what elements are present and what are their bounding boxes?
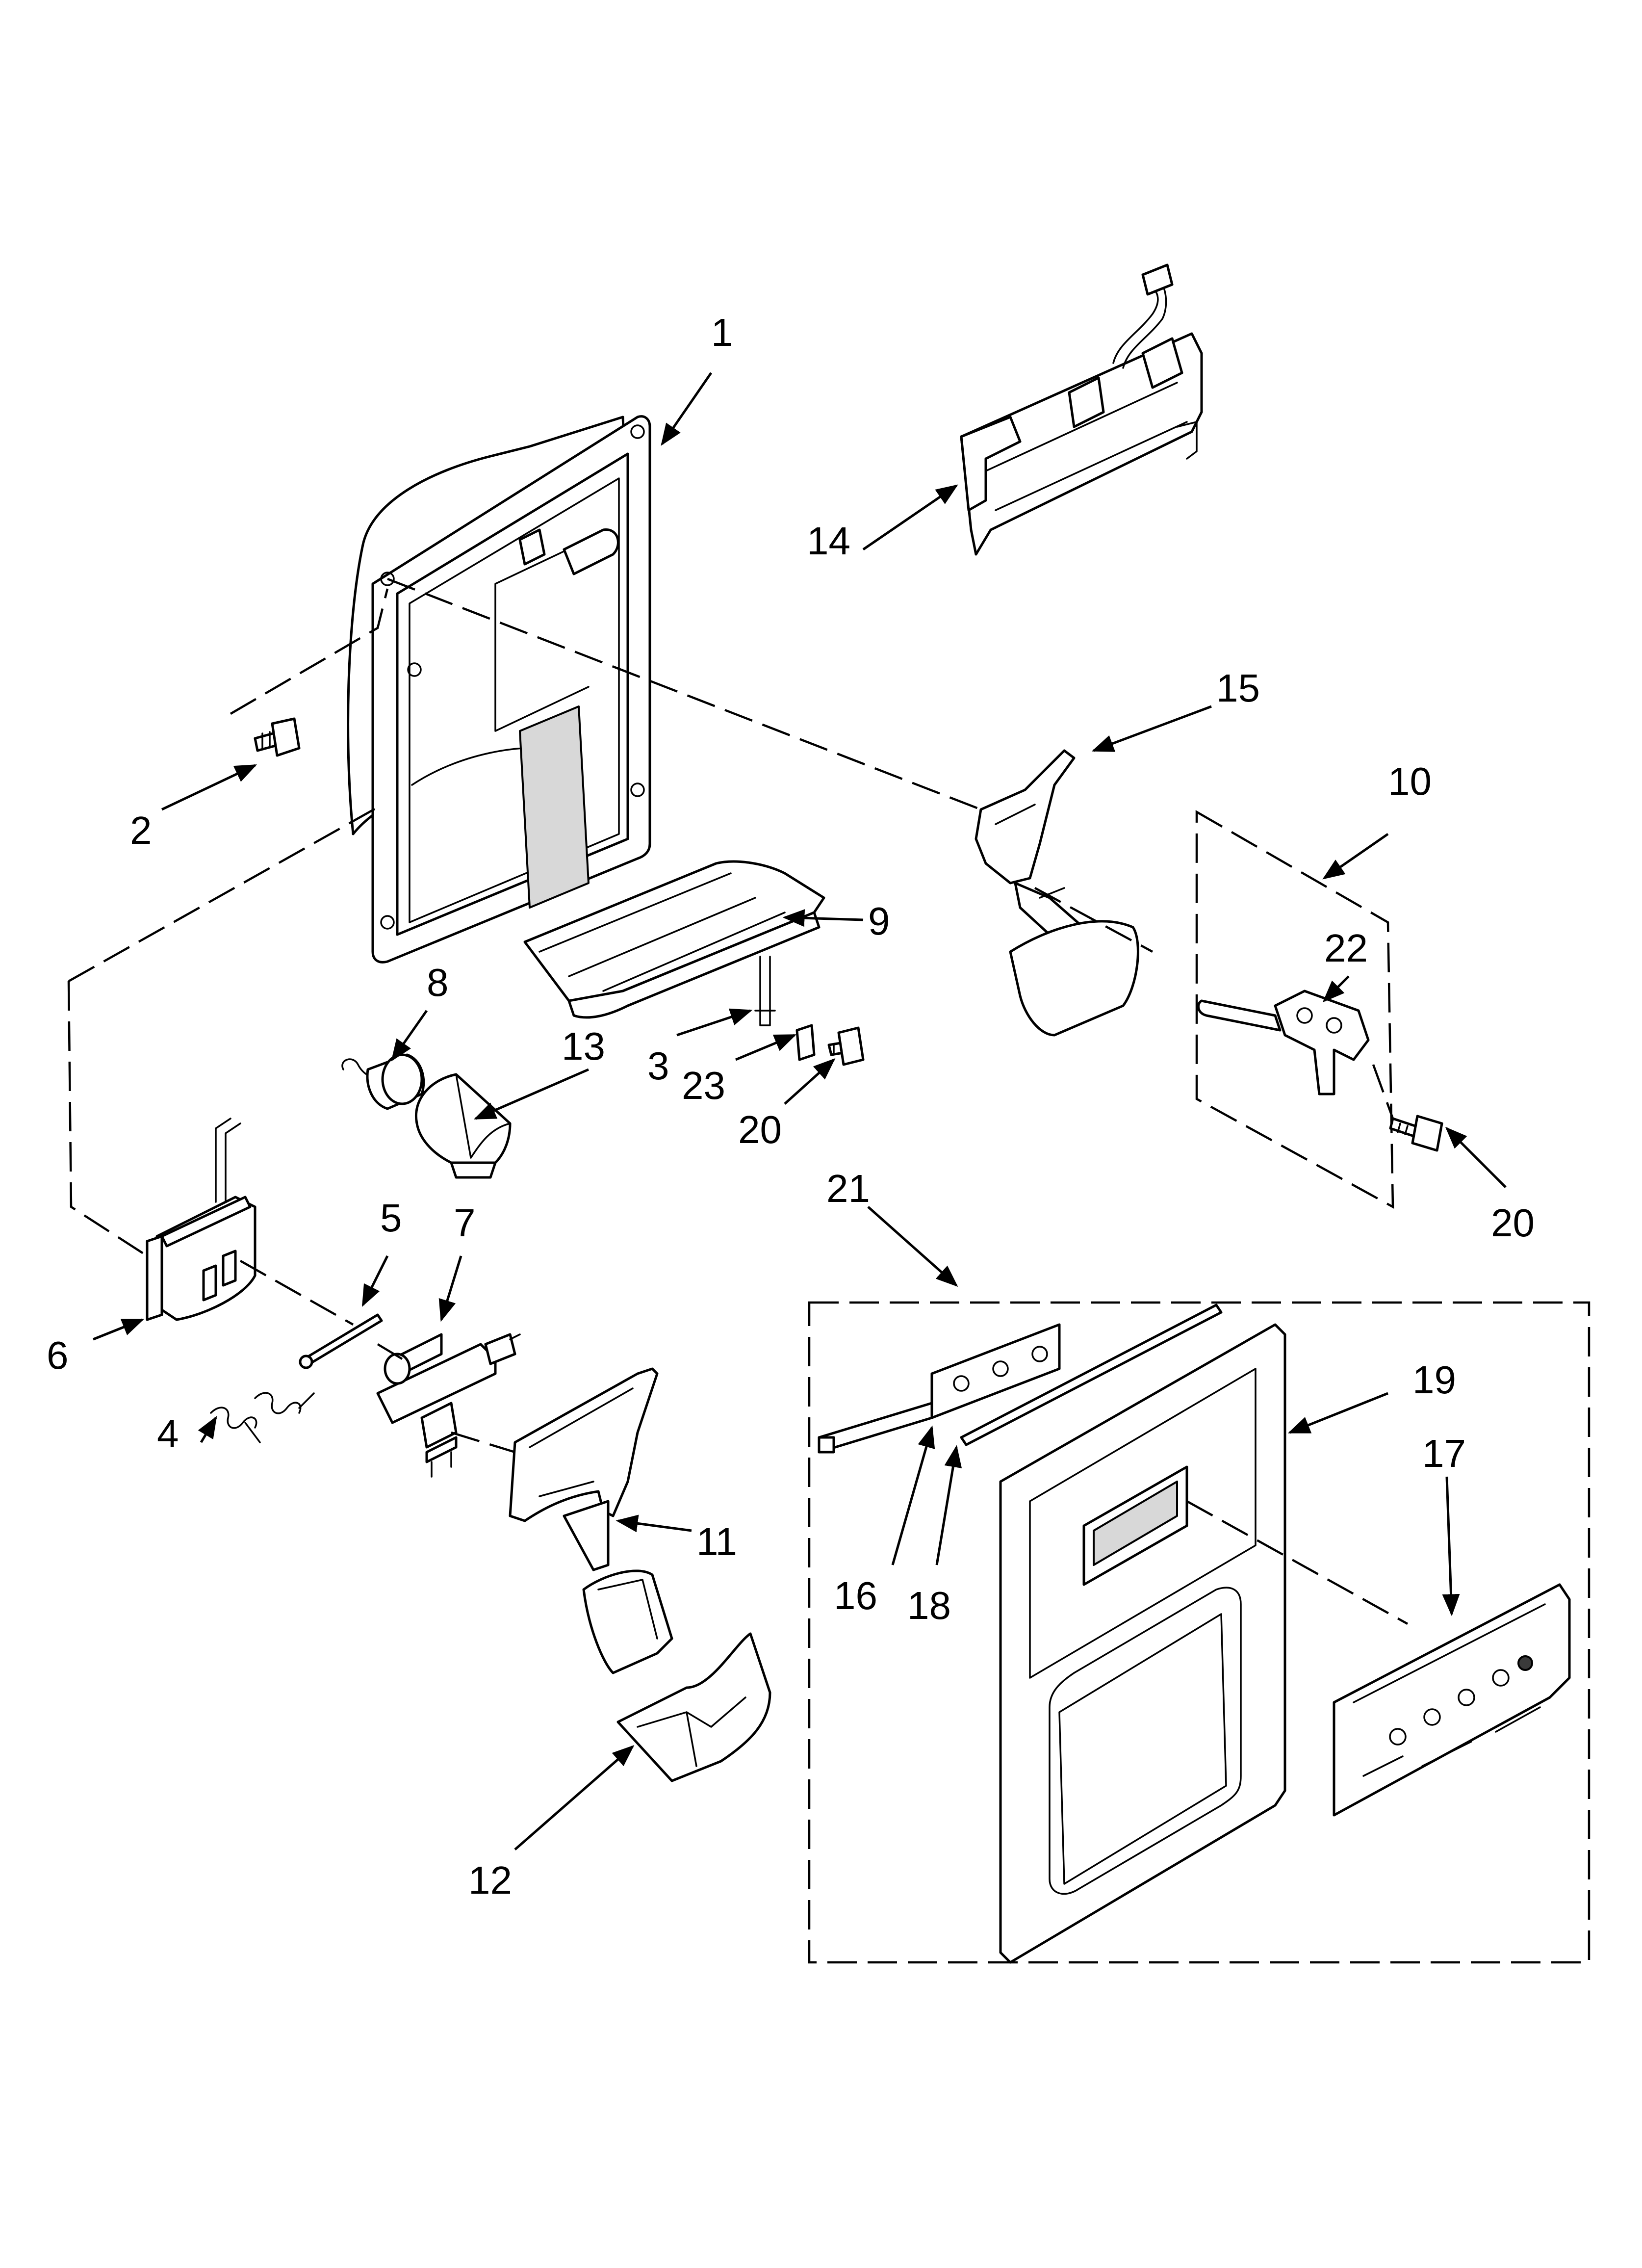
- part-5-pin: [299, 1313, 383, 1369]
- callout-20-center: 20: [738, 1108, 782, 1151]
- part-14-control-bracket: [960, 263, 1203, 556]
- part-1-dispenser-housing: [347, 415, 651, 964]
- part-20-screw-right: [1389, 1115, 1443, 1152]
- part-23-shim: [795, 1024, 816, 1061]
- callout-14: 14: [807, 519, 850, 563]
- part-12-ice-chute: [616, 1632, 771, 1782]
- callout-7: 7: [454, 1201, 476, 1245]
- callout-labels: 1 2 3 4 5 6 7 8 9 10 11 12 13 14 15 16 1…: [47, 311, 1535, 1902]
- alignment-lines: [67, 577, 1409, 1625]
- callout-21: 21: [826, 1167, 870, 1210]
- leader-arrows: [93, 372, 1507, 1851]
- callout-4: 4: [157, 1412, 179, 1456]
- part-15-ice-actuator: [975, 749, 1139, 1037]
- part-4-torsion-springs: [210, 1392, 315, 1443]
- part-17-overlay-panel: [1333, 1583, 1571, 1817]
- callout-2: 2: [130, 808, 152, 852]
- callout-23: 23: [682, 1064, 725, 1107]
- callout-5: 5: [380, 1196, 402, 1240]
- callout-11: 11: [696, 1520, 737, 1564]
- part-16-control-board: [818, 1323, 1061, 1454]
- part-8-solenoid: [341, 1053, 425, 1110]
- part-2-screw: [254, 717, 301, 757]
- callout-9: 9: [868, 899, 890, 943]
- part-3-spring-clip: [754, 956, 776, 1026]
- part-13-cover: [415, 1073, 512, 1179]
- part-20-screw-center: [827, 1026, 865, 1066]
- callout-15: 15: [1216, 666, 1260, 710]
- part-9-drip-tray: [523, 860, 825, 1019]
- callout-16: 16: [834, 1574, 877, 1617]
- part-10-group-boundary: [1195, 810, 1394, 1209]
- callout-18: 18: [907, 1584, 951, 1627]
- callout-3: 3: [647, 1044, 669, 1088]
- part-7-actuator-assembly: [376, 1333, 521, 1478]
- callout-6: 6: [47, 1333, 69, 1377]
- part-19-faceplate: [999, 1323, 1286, 1964]
- part-21-group-boundary: [808, 1301, 1591, 1964]
- callout-8: 8: [427, 961, 449, 1004]
- callout-12: 12: [468, 1858, 512, 1902]
- callout-1: 1: [711, 311, 733, 354]
- part-6-switch-block: [146, 1118, 257, 1321]
- callout-22: 22: [1324, 926, 1368, 970]
- callout-19: 19: [1412, 1358, 1456, 1402]
- part-22-linkage: [1197, 990, 1370, 1095]
- part-11-water-paddle: [509, 1367, 673, 1674]
- callout-20-right: 20: [1491, 1201, 1535, 1245]
- callout-13: 13: [562, 1024, 605, 1068]
- callout-10: 10: [1388, 759, 1432, 803]
- callout-17: 17: [1422, 1432, 1466, 1475]
- part-18-gasket-strip: [960, 1303, 1223, 1446]
